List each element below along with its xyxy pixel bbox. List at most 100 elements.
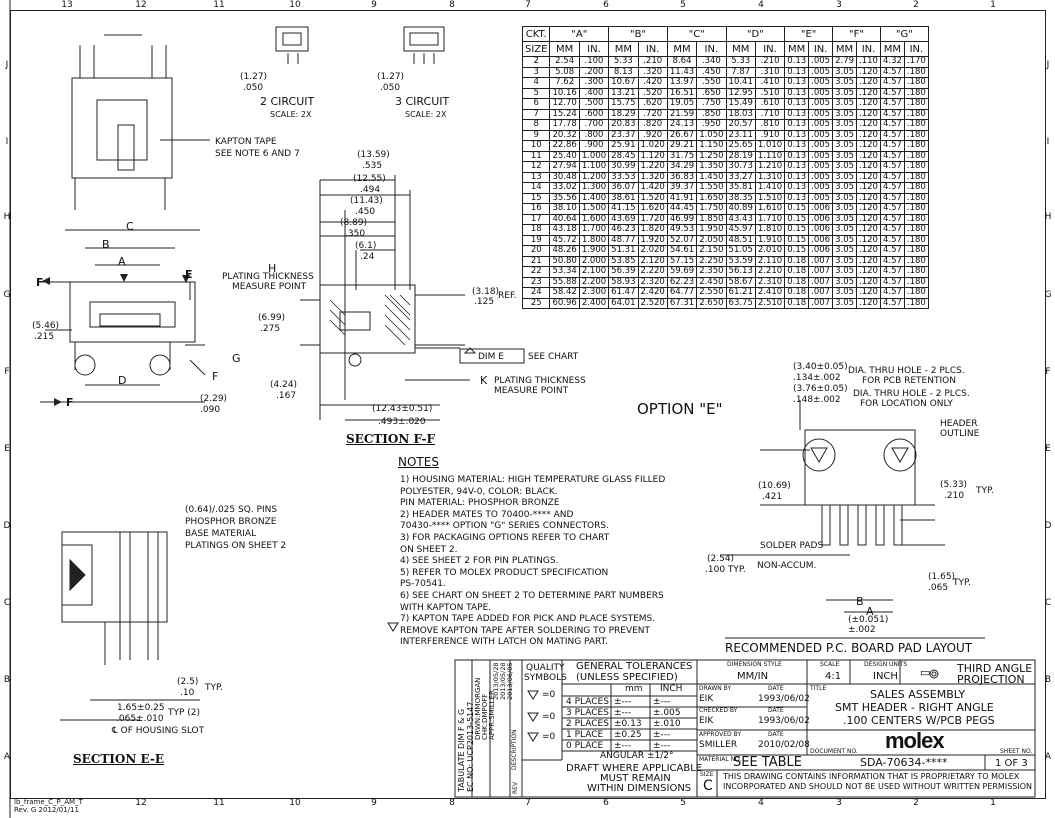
chart-unit-header: MM [549,41,580,57]
ff-dim7: (4.24) [270,380,298,390]
chart-cell: 44.45 [666,203,698,215]
chart-cell: 48.77 [608,234,639,246]
chart-cell: .410 [754,77,786,89]
chart-cell: 22.86 [549,140,580,152]
note-line: 7) KAPTON TAPE ADDED FOR PICK AND PLACE … [400,614,656,625]
chart-cell: 2.79 [832,56,858,68]
chart-cell: 3.05 [832,119,858,131]
chart-cell: 0.13 [784,98,810,110]
oe-hole1-label2: FOR PCB RETENTION [862,376,956,386]
oe-dim4: (1.65) [928,572,956,582]
chart-cell: 1.020 [637,140,668,152]
zone-label: D [1044,521,1052,531]
projection-1: THIRD ANGLE [957,662,1033,675]
chart-cell: .820 [637,119,668,131]
oe-dim3: (2.54) [707,554,735,564]
ff-k: K [480,374,488,387]
oe-hole2: (3.76±0.05) [793,384,848,394]
tolerance-cell: ±0.25 [614,730,642,740]
chart-cell: .005 [808,56,834,68]
ff-dim1-in: .535 [362,161,383,171]
chart-cell: 5 [521,87,551,99]
chart-cell: 1.200 [578,171,610,183]
chart-cell: .120 [856,150,881,162]
oe-hole2-in: .148±.002 [793,395,841,405]
section-f-marker-bottom: F [66,396,74,409]
chart-cell: .120 [856,108,881,120]
zone-label: 5 [680,798,686,808]
chart-cell: .750 [696,98,727,110]
chart-cell: 1.210 [754,161,786,173]
note-line: 5) REFER TO MOLEX PRODUCT SPECIFICATION [400,567,609,578]
chart-cell: .810 [754,119,786,131]
ff-plating2b: MEASURE POINT [494,386,569,396]
chart-unit-header: IN. [637,41,668,57]
zone-label: 12 [135,798,147,808]
chart-cell: 2.020 [637,245,668,257]
recommended-title: RECOMMENDED P.C. BOARD PAD LAYOUT [725,641,973,655]
chart-column-group-header: "B" [608,26,668,42]
oe-dim1-in: .421 [762,492,783,502]
chart-cell: 3.05 [832,98,858,110]
oe-dim1: (10.69) [758,481,791,491]
chart-unit-header: MM [832,41,858,57]
chart-cell: .310 [754,66,786,78]
chart-cell: 2.010 [754,245,786,257]
chart-cell: 3.05 [832,255,858,267]
chart-cell: 4.57 [879,255,905,267]
tol-mm: mm [625,684,643,694]
chart-cell: 0.13 [784,192,810,204]
chart-cell: 2.210 [754,266,786,278]
chart-cell: 1.850 [696,213,727,225]
zone-label: C [3,598,11,608]
chart-column-group-header: "G" [879,26,929,42]
tolerance-cell: ±--- [653,741,671,751]
chart-cell: 4.57 [879,140,905,152]
zone-label: 12 [135,0,147,10]
ee-pins-3: BASE MATERIAL [185,529,257,539]
chart-cell: 0.18 [784,255,810,267]
chart-cell: 0.18 [784,297,810,309]
chart-cell: 2.250 [696,255,727,267]
two-circuit-label: 2 CIRCUIT [260,95,315,108]
chart-cell: 2.050 [696,234,727,246]
chart-cell: 4.57 [879,77,905,89]
chart-cell: .180 [903,245,929,257]
chart-cell: 21.59 [666,108,698,120]
chart-cell: 12.70 [549,98,580,110]
chart-cell: .007 [808,276,834,288]
chart-cell: 4.57 [879,287,905,299]
zone-label: 4 [758,798,764,808]
chart-cell: .110 [856,56,881,68]
chart-cell: 3.05 [832,150,858,162]
ee-housing: ℄ OF HOUSING SLOT [112,726,205,736]
zone-label: 5 [680,0,686,10]
ff-dim2: (12.55) [353,174,386,184]
tolerance-cell: ±--- [614,708,632,718]
chart-cell: 20.57 [725,119,756,131]
chart-cell: 43.43 [725,213,756,225]
ff-dim2-in: .494 [360,185,381,195]
chart-cell: 33.27 [725,171,756,183]
chart-cell: 3.05 [832,203,858,215]
chart-cell: 17.78 [549,119,580,131]
zone-label: 2 [913,0,919,10]
chart-cell: .120 [856,266,881,278]
note-line: PIN MATERIAL: PHOSPHOR BRONZE [400,498,560,509]
chart-cell: 1.950 [696,224,727,236]
chart-cell: 0.13 [784,140,810,152]
chart-cell: 67.31 [666,297,698,309]
chart-cell: 4.57 [879,203,905,215]
chart-cell: 2.550 [696,287,727,299]
ee-dim2-in: .065±.010 [116,714,164,724]
proprietary-1: THIS DRAWING CONTAINS INFORMATION THAT I… [723,772,1020,781]
section-e-marker: E [185,268,193,281]
size-value: C [703,778,713,794]
